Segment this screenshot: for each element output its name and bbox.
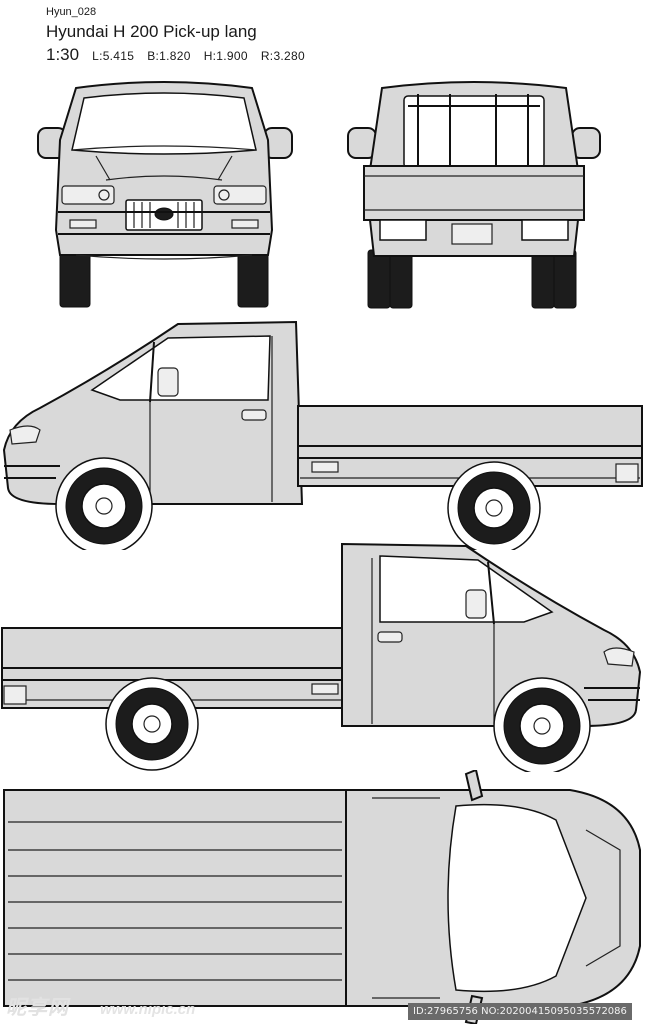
model-code: Hyun_028 [46, 6, 97, 18]
page-title: Hyundai H 200 Pick-up lang [46, 22, 257, 41]
top-view-drawing [3, 770, 641, 1024]
rear-view-drawing [347, 81, 601, 309]
scale-label: 1:30 [46, 45, 80, 64]
side-view-left-drawing [2, 320, 643, 550]
length-label: L:5.415 [92, 49, 135, 63]
rear-view [346, 80, 604, 310]
height-label: H:1.900 [203, 49, 248, 63]
front-view [36, 80, 294, 310]
top-view [0, 770, 645, 1024]
image-id-bar: ID:27965756 NO:20200415095035572086 [408, 1003, 632, 1020]
side-view-left [0, 318, 645, 550]
width-label: B:1.820 [147, 49, 191, 63]
front-view-drawing [37, 81, 293, 308]
watermark-site: www.nipic.cn [100, 1001, 196, 1018]
side-view-right [0, 540, 645, 772]
header: Hyun_028 Hyundai H 200 Pick-up lang 1:30… [46, 6, 305, 65]
side-view-right-drawing [1, 542, 642, 772]
spec-row: 1:30 L:5.415 B:1.820 H:1.900 R:3.280 [46, 45, 305, 65]
wheelbase-label: R:3.280 [260, 49, 305, 63]
watermark-logo: 昵享网 [6, 995, 69, 1019]
